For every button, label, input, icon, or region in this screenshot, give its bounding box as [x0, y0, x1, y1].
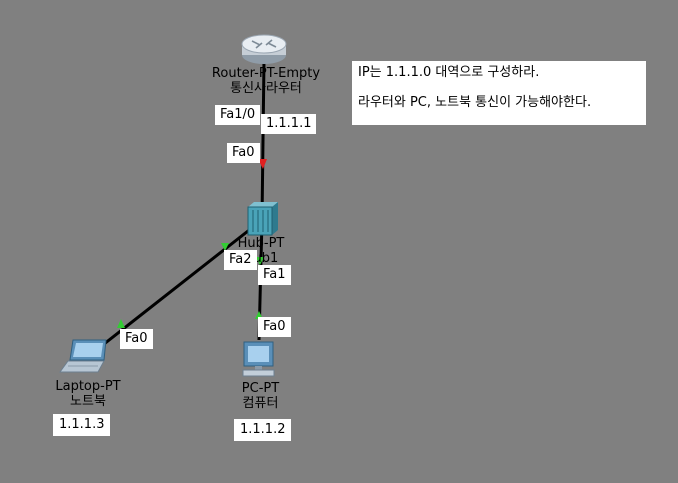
note-line-2: 라우터와 PC, 노트북 통신이 가능해야한다. [358, 95, 592, 110]
port-label-laptop-fa0: Fa0 [120, 329, 153, 349]
router-name: 통신사라우터 [230, 81, 302, 96]
port-label-hub-fa2: Fa2 [224, 250, 257, 270]
link-hub-laptop[interactable] [89, 218, 263, 357]
pc-icon[interactable] [242, 341, 275, 377]
link-status-laptop-up [117, 319, 125, 328]
pc-model: PC-PT [241, 381, 280, 396]
port-label-router-fa10: Fa1/0 [215, 105, 261, 125]
hub-icon[interactable] [247, 202, 278, 236]
link-status-router-hub-down [258, 159, 267, 169]
port-label-hub-fa1: Fa1 [258, 265, 291, 285]
port-label-hub-fa0: Fa0 [227, 143, 260, 163]
link-status-hub-laptop-up [221, 243, 229, 251]
laptop-icon[interactable] [59, 339, 107, 373]
router-label: Router-PT-Empty 통신사라우터 [196, 66, 336, 96]
pc-name: 컴퓨터 [242, 396, 279, 411]
port-label-pc-fa0: Fa0 [258, 317, 291, 337]
ip-label-pc: 1.1.1.2 [234, 419, 292, 441]
pc-label: PC-PT 컴퓨터 [218, 381, 303, 411]
laptop-label: Laptop-PT 노트북 [38, 379, 138, 409]
router-icon[interactable] [241, 34, 287, 64]
hub-model: Hub-PT [237, 236, 285, 251]
note-line-1: IP는 1.1.1.0 대역으로 구성하라. [358, 65, 540, 80]
ip-label-laptop: 1.1.1.3 [53, 414, 111, 436]
laptop-name: 노트북 [70, 394, 106, 409]
laptop-model: Laptop-PT [55, 379, 121, 394]
router-model: Router-PT-Empty [211, 66, 321, 81]
instruction-note[interactable]: IP는 1.1.1.0 대역으로 구성하라. 라우터와 PC, 노트북 통신이 … [352, 61, 646, 125]
link-status-hub-pc-up [256, 257, 264, 265]
link-router-hub[interactable] [260, 59, 266, 221]
ip-label-router: 1.1.1.1 [261, 114, 317, 134]
